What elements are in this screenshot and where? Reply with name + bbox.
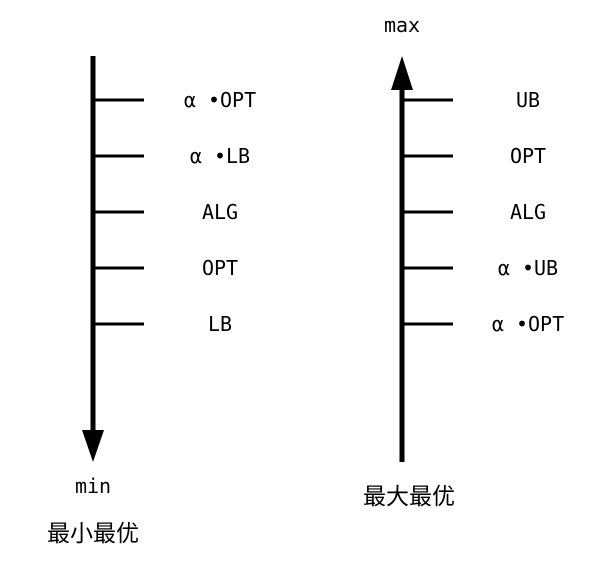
right-axis-caption: 最大最优 [363, 484, 455, 510]
right-axis-tick-label: OPT [510, 144, 546, 168]
right-axis-tick-label: UB [516, 88, 540, 112]
left-axis-tick-label: α •LB [190, 144, 250, 168]
left-axis-tick-label: LB [208, 312, 232, 336]
right-axis-tick-label: α •UB [498, 256, 558, 280]
left-axis-arrow-down-icon [82, 430, 104, 462]
left-axis-tick-label: α •OPT [184, 88, 256, 112]
left-axis-ticks: α •OPT α •LB ALG OPT LB [93, 88, 256, 336]
right-axis-tick-label: α •OPT [492, 312, 564, 336]
right-axis-tick-label: ALG [510, 200, 546, 224]
right-axis: UB OPT ALG α •UB α •OPT max 最大最优 [363, 13, 564, 510]
left-axis-caption: 最小最优 [47, 521, 139, 547]
right-axis-arrow-up-icon [391, 56, 413, 90]
left-axis-tick-label: OPT [202, 256, 238, 280]
right-axis-ticks: UB OPT ALG α •UB α •OPT [402, 88, 564, 336]
left-axis-end-label: min [75, 474, 111, 498]
left-axis-tick-label: ALG [202, 200, 238, 224]
left-axis: α •OPT α •LB ALG OPT LB min 最小最优 [47, 56, 256, 547]
right-axis-end-label: max [384, 13, 420, 37]
